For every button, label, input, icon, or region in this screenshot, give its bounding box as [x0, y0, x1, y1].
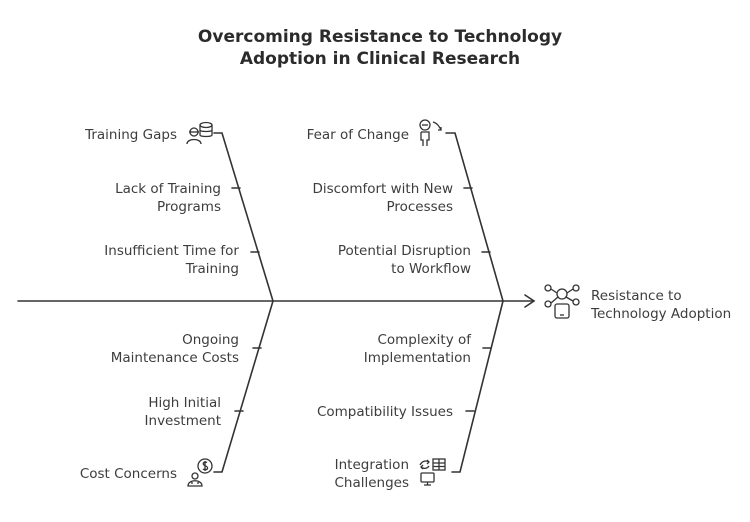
title-line-1: Overcoming Resistance to Technology: [197, 27, 563, 47]
category-cost-concerns: Cost Concerns: [79, 466, 177, 482]
cause-insufficient-time: Insufficient Time for Training: [104, 243, 239, 277]
spine-arrowhead: [524, 294, 536, 308]
cause-compatibility: Compatibility Issues: [316, 404, 453, 420]
network-device-icon: [544, 284, 580, 319]
cause-ongoing-maintenance: Ongoing Maintenance Costs: [110, 332, 239, 366]
cause-discomfort: Discomfort with New Processes: [312, 181, 453, 215]
effect-label: Resistance to Technology Adoption: [591, 288, 732, 322]
cause-high-initial-investment: High Initial Investment: [144, 395, 221, 429]
category-integration-challenges: Integration Challenges: [334, 457, 409, 491]
cause-complexity: Complexity of Implementation: [363, 332, 471, 366]
worried-person-icon: [419, 119, 442, 146]
category-fear-of-change: Fear of Change: [306, 127, 409, 143]
bone-cost: [213, 300, 274, 473]
title-line-2: Adoption in Clinical Research: [239, 49, 521, 69]
money-bag-person-icon: [187, 458, 213, 487]
bone-change: [445, 132, 504, 302]
cause-disruption: Potential Disruption to Workflow: [337, 243, 471, 277]
cause-lack-of-training: Lack of Training Programs: [115, 181, 221, 215]
sync-computer-icon: [419, 458, 446, 486]
diagram-title: Overcoming Resistance to Technology Adop…: [0, 26, 750, 70]
category-training-gaps: Training Gaps: [85, 127, 177, 143]
bone-training: [213, 132, 274, 302]
bone-integration: [451, 300, 504, 473]
person-with-database-icon: [186, 121, 213, 145]
